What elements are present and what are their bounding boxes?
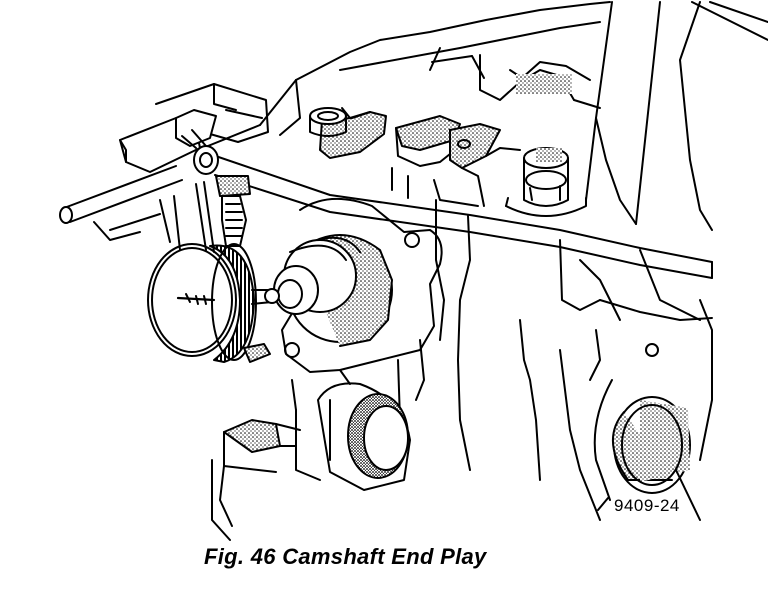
guide-tube xyxy=(585,1,768,231)
front-housing xyxy=(273,197,443,373)
cylinder-head-top xyxy=(197,1,713,279)
cam-cap-bolts xyxy=(309,107,587,217)
mounting-step xyxy=(211,419,301,541)
figure-caption: Fig. 46 Camshaft End Play xyxy=(204,544,487,569)
reference-leader xyxy=(597,497,609,511)
indicator-mounting-rods xyxy=(59,83,269,241)
dial-indicator xyxy=(147,175,280,363)
lower-bore xyxy=(291,369,411,491)
figure-reference-code: 9409-24 xyxy=(614,496,680,515)
engine-block xyxy=(391,199,713,521)
camshaft-bearing-caps xyxy=(319,107,521,207)
